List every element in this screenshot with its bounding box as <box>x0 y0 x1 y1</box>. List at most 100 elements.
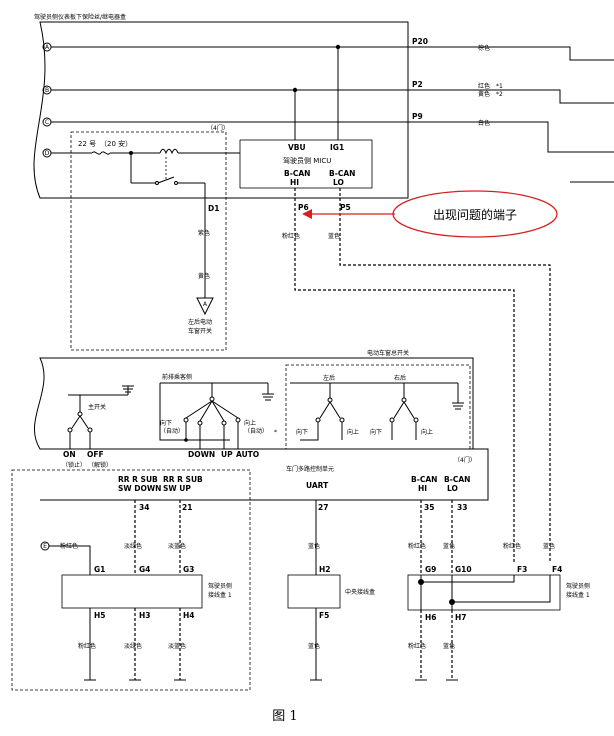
svg-text:ON: ON <box>63 450 76 459</box>
svg-text:AUTO: AUTO <box>236 450 259 459</box>
svg-text:粉红色: 粉红色 <box>408 642 426 650</box>
fusebox-title: 驾驶员侧仪表板下保险丝/继电器盒 <box>34 13 126 21</box>
svg-text:B-CAN: B-CAN <box>329 169 355 178</box>
control-unit-title: 车门多路控制单元 <box>286 465 334 473</box>
svg-text:蓝色: 蓝色 <box>443 642 455 650</box>
svg-text:*: * <box>274 429 277 436</box>
svg-text:向下: 向下 <box>370 428 382 436</box>
svg-text:UP: UP <box>221 450 233 459</box>
master-switch-title: 电动车窗总开关 <box>367 349 409 357</box>
left-rear-window-switch-label: 左后电动 <box>188 318 212 326</box>
svg-text:H2: H2 <box>319 565 331 574</box>
svg-text:H3: H3 <box>139 611 151 620</box>
svg-text:RR R SUB: RR R SUB <box>163 475 203 484</box>
svg-text:UART: UART <box>306 481 329 490</box>
pin-p9: P9 <box>412 112 423 121</box>
connector-e: E <box>40 541 91 575</box>
svg-text:DOWN: DOWN <box>188 450 215 459</box>
connector-b: B <box>42 85 52 95</box>
junction2-title: 驾驶员侧 <box>566 582 590 590</box>
relay-coil <box>159 148 179 155</box>
svg-text:左后: 左后 <box>323 374 335 382</box>
pin-p20: P20 <box>412 37 428 46</box>
svg-text:粉红色: 粉红色 <box>78 642 96 650</box>
central-junction-title: 中央接线盒 <box>345 588 375 596</box>
problem-terminal-callout: 出现问题的端子 <box>302 190 558 238</box>
svg-text:B-CAN: B-CAN <box>444 475 470 484</box>
svg-text:D1: D1 <box>208 204 219 213</box>
svg-text:淡蓝色: 淡蓝色 <box>168 542 186 550</box>
bcan-hi-wire-micu <box>294 188 515 562</box>
svg-text:H4: H4 <box>183 611 195 620</box>
svg-text:黄色: 黄色 <box>478 90 490 98</box>
svg-text:*1: *1 <box>496 83 503 90</box>
svg-text:34: 34 <box>139 503 149 512</box>
driver-junction-box-1: G1 G4 G3 H5 H3 H4 驾驶员侧 接线盒 1 <box>61 565 232 620</box>
svg-text:（锁止）: （锁止） <box>62 461 86 469</box>
svg-text:（自动）: （自动） <box>160 427 184 435</box>
svg-text:向上: 向上 <box>347 428 359 436</box>
svg-text:粉红色: 粉红色 <box>60 542 78 550</box>
svg-text:SW DOWN: SW DOWN <box>118 484 161 493</box>
power-window-master-switch: 电动车窗总开关 主开关 前排乘客侧 <box>34 349 474 469</box>
svg-text:（解锁）: （解锁） <box>88 461 112 469</box>
svg-text:接线盒 1: 接线盒 1 <box>566 591 590 599</box>
svg-text:35: 35 <box>424 503 434 512</box>
svg-text:G3: G3 <box>183 565 194 574</box>
micu-pin-p5: P5 <box>340 203 351 212</box>
pin-p2: P2 <box>412 80 423 89</box>
svg-text:21: 21 <box>182 503 192 512</box>
svg-text:蓝色: 蓝色 <box>328 232 340 240</box>
bcan-lo-wire-micu <box>339 188 551 562</box>
svg-text:（4门）: （4门） <box>454 456 476 464</box>
connector-d: D <box>42 148 52 158</box>
left-dashed-box <box>11 469 251 691</box>
svg-text:G4: G4 <box>139 565 150 574</box>
svg-text:F4: F4 <box>552 565 562 574</box>
svg-text:接线盒 1: 接线盒 1 <box>208 591 232 599</box>
wire-color-white: 白色 <box>478 119 490 127</box>
svg-text:LO: LO <box>333 178 344 187</box>
wire-color-brown: 棕色 <box>478 44 490 52</box>
svg-text:（20 安）: （20 安） <box>100 139 132 148</box>
svg-text:红色: 红色 <box>478 82 490 90</box>
svg-text:淡绿色: 淡绿色 <box>124 542 142 550</box>
connector-a-triangle <box>196 297 214 316</box>
micu-pin-p6: P6 <box>298 203 309 212</box>
svg-text:粉红色: 粉红色 <box>503 542 521 550</box>
svg-text:27: 27 <box>318 503 328 512</box>
svg-text:RR R SUB: RR R SUB <box>118 475 158 484</box>
door-multiplex-control-unit: （4门） 车门多路控制单元 RR R SUB SW DOWN RR R SUB … <box>40 448 489 501</box>
svg-text:右后: 右后 <box>394 374 406 382</box>
central-junction-box: H2 F5 中央接线盒 <box>287 565 375 620</box>
fuse-22 <box>91 151 111 155</box>
svg-text:粉红色: 粉红色 <box>408 542 426 550</box>
svg-text:蓝色: 蓝色 <box>308 542 320 550</box>
svg-text:向下: 向下 <box>296 428 308 436</box>
svg-text:向上: 向上 <box>421 428 433 436</box>
svg-text:D: D <box>45 150 50 157</box>
svg-text:A: A <box>203 301 208 308</box>
svg-text:B-CAN: B-CAN <box>284 169 310 178</box>
svg-text:SW UP: SW UP <box>163 484 191 493</box>
svg-text:B: B <box>45 87 49 94</box>
svg-text:粉红色: 粉红色 <box>282 232 300 240</box>
svg-text:G10: G10 <box>455 565 472 574</box>
four-door-dashed-box <box>70 131 227 351</box>
connector-c: C <box>42 117 52 127</box>
svg-text:（自动）: （自动） <box>244 427 268 435</box>
rear-switch-dashed-box <box>285 364 471 450</box>
svg-text:HI: HI <box>290 178 299 187</box>
svg-text:HI: HI <box>418 484 427 493</box>
svg-text:B-CAN: B-CAN <box>411 475 437 484</box>
svg-text:H5: H5 <box>94 611 106 620</box>
svg-text:G1: G1 <box>94 565 105 574</box>
svg-text:蓝色: 蓝色 <box>443 542 455 550</box>
svg-text:前排乘客侧: 前排乘客侧 <box>162 373 192 381</box>
svg-text:LO: LO <box>447 484 458 493</box>
svg-text:E: E <box>43 543 47 550</box>
callout-text: 出现问题的端子 <box>433 207 517 222</box>
svg-text:紫色: 紫色 <box>198 229 210 237</box>
svg-text:蓝色: 蓝色 <box>308 642 320 650</box>
